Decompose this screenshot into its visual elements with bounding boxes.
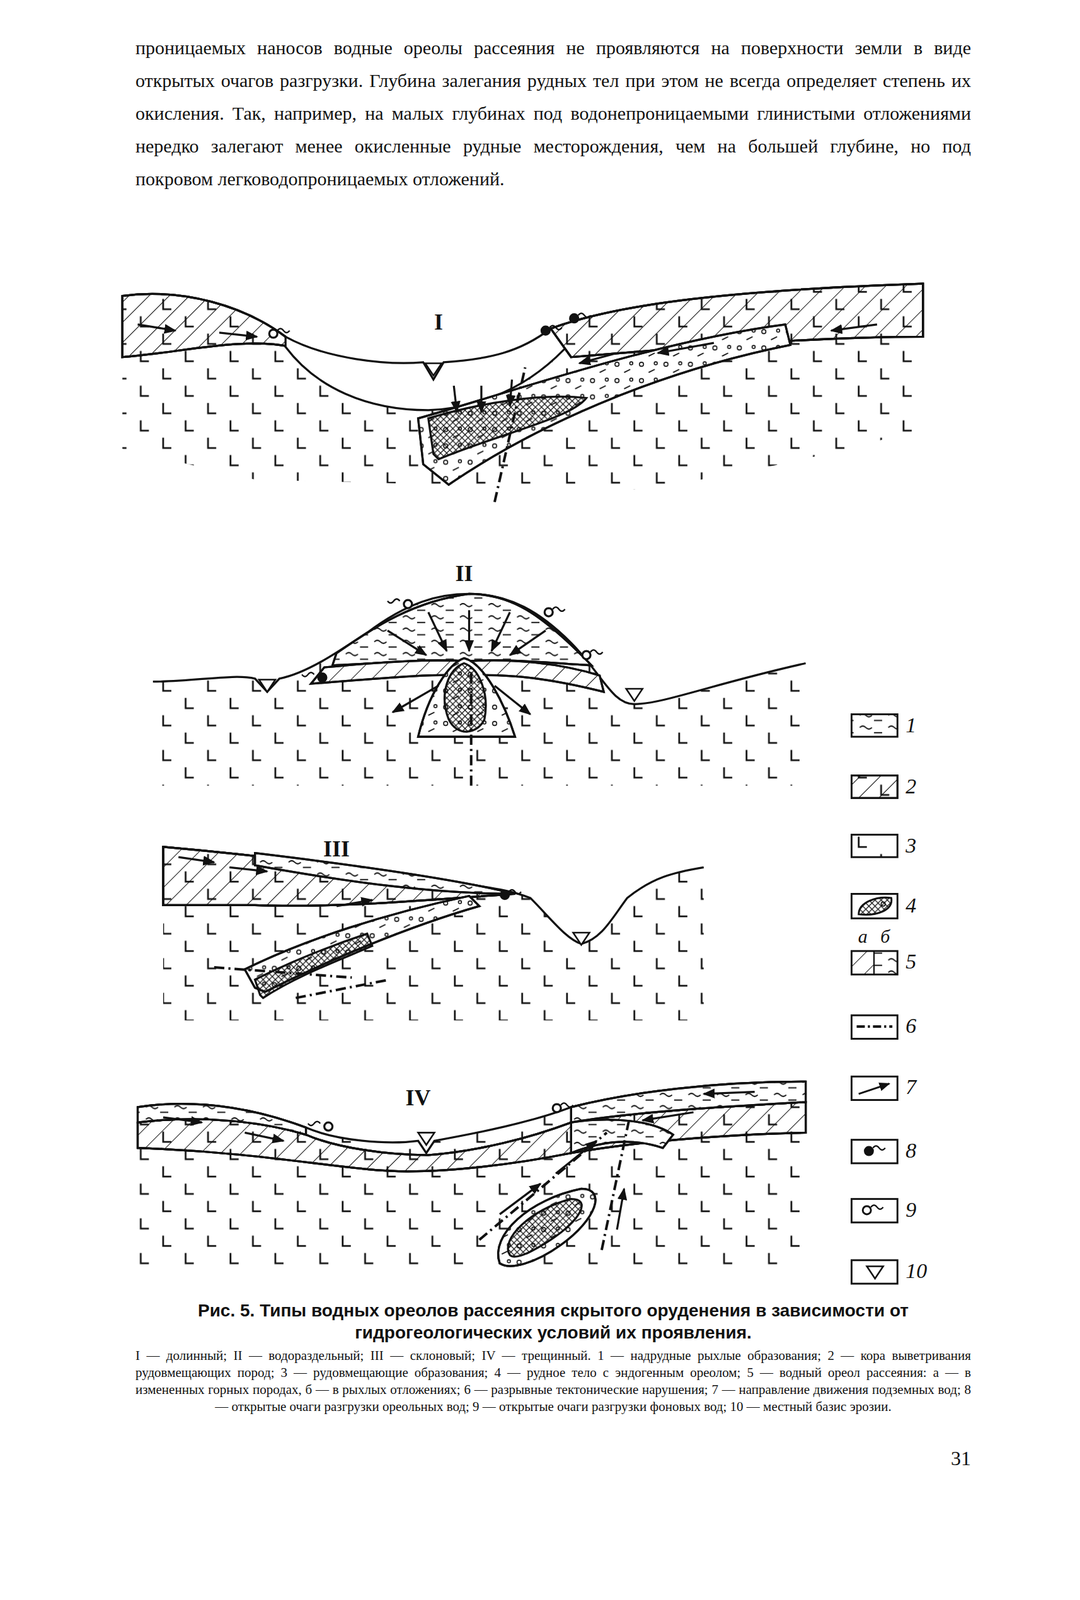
legend-sublabel: а [858, 926, 868, 946]
panel-valley [122, 283, 924, 503]
legend-number: 8 [905, 1139, 917, 1162]
figure-caption: Рис. 5. Типы водных ореолов рассеяния ск… [135, 1299, 971, 1344]
legend-sublabel: б [880, 926, 890, 946]
legend-number: 2 [905, 775, 917, 798]
legend-number: 10 [905, 1260, 927, 1282]
legend-samples [851, 713, 898, 1284]
legend-number: 9 [905, 1199, 917, 1221]
legend-number: 6 [905, 1015, 917, 1037]
panel-number: II [452, 562, 476, 585]
body-paragraph: проницаемых наносов водные ореолы рассея… [135, 31, 971, 196]
panel-number: III [320, 837, 353, 861]
panel-watershed [153, 593, 806, 786]
panel-number: I [431, 310, 446, 334]
legend-number: 3 [905, 834, 917, 857]
panel-slope [163, 846, 704, 1021]
caption-explanation: I — долинный; II — водораздельный; III —… [135, 1347, 971, 1416]
page-number: 31 [907, 1446, 971, 1471]
legend-number: 7 [905, 1076, 917, 1098]
legend-number: 4 [905, 894, 917, 917]
legend-number: 5 [905, 950, 917, 973]
panel-number: IV [403, 1086, 434, 1109]
panel-fissure [137, 1081, 806, 1266]
legend-number: 1 [905, 714, 917, 736]
